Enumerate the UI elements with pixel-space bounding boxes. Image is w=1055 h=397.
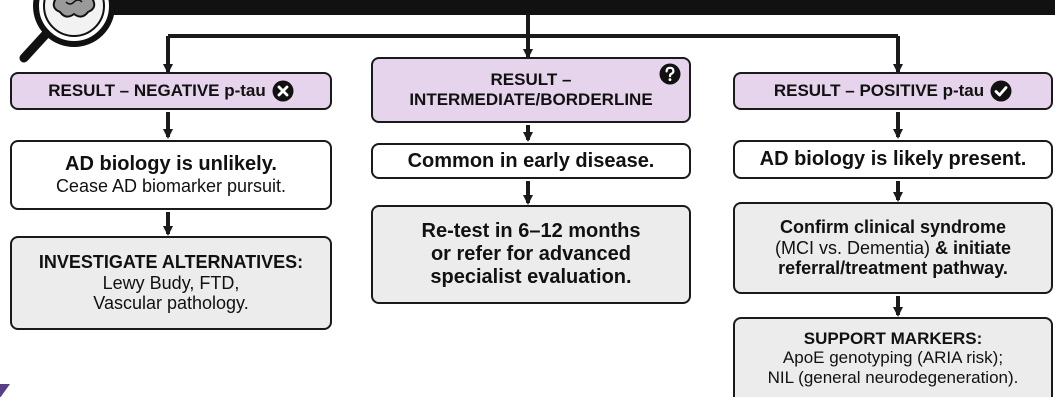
check-circle-icon (990, 80, 1012, 102)
action-positive-line1: Confirm clinical syndrome (779, 216, 1007, 237)
result-positive-label: RESULT – POSITIVE p-tau (773, 81, 985, 101)
action-positive-line2: (MCI vs. Dementia) & initiate (775, 238, 1011, 259)
action-negative-line1: Lewy Budy, FTD, (102, 272, 240, 293)
action-intermediate-line1: Re-test in 6–12 months (421, 220, 641, 242)
result-negative-box: RESULT – NEGATIVE p-tau (10, 72, 332, 110)
result-intermediate-box: RESULT – INTERMEDIATE/BORDERLINE (371, 57, 691, 123)
interpretation-negative-box: AD biology is unlikely. Cease AD biomark… (10, 140, 332, 210)
support-markers-title: SUPPORT MARKERS: (803, 328, 983, 348)
action-negative-title: INVESTIGATE ALTERNATIVES: (38, 251, 304, 272)
brain-magnifier-icon (19, 0, 115, 63)
support-markers-line2: NIL (general neurodegeneration). (767, 367, 1019, 387)
action-positive-box: Confirm clinical syndrome (MCI vs. Demen… (733, 202, 1053, 294)
interpretation-intermediate-text: Common in early disease. (407, 149, 655, 172)
action-positive-line2b: & initiate (930, 237, 1012, 258)
x-circle-icon (272, 80, 294, 102)
interpretation-positive-box: AD biology is likely present. (733, 140, 1053, 179)
support-markers-line1: ApoE genotyping (ARIA risk); (782, 348, 1004, 368)
result-negative-label: RESULT – NEGATIVE p-tau (48, 81, 266, 101)
result-intermediate-line2: INTERMEDIATE/BORDERLINE (409, 90, 653, 109)
question-circle-icon (659, 63, 681, 85)
result-intermediate-line1: RESULT – (490, 70, 572, 90)
interpretation-negative-line2: Cease AD biomarker pursuit. (55, 176, 287, 197)
result-positive-box: RESULT – POSITIVE p-tau (733, 72, 1053, 110)
action-intermediate-line3: specialist evaluation. (430, 266, 632, 288)
interpretation-intermediate-box: Common in early disease. (371, 143, 691, 179)
action-intermediate-box: Re-test in 6–12 months or refer for adva… (371, 205, 691, 304)
corner-accent-icon (0, 384, 10, 397)
interpretation-negative-line1: AD biology is unlikely. (65, 153, 277, 176)
action-positive-line2a: (MCI vs. Dementia) (774, 237, 930, 258)
action-intermediate-line2: or refer for advanced (430, 243, 632, 265)
header-bar (96, 0, 1055, 15)
support-markers-box: SUPPORT MARKERS: ApoE genotyping (ARIA r… (733, 317, 1053, 397)
action-negative-line2: Vascular pathology. (93, 293, 249, 314)
action-positive-line3: referral/treatment pathway. (778, 258, 1008, 279)
action-negative-box: INVESTIGATE ALTERNATIVES: Lewy Budy, FTD… (10, 236, 332, 330)
interpretation-positive-text: AD biology is likely present. (759, 148, 1027, 170)
